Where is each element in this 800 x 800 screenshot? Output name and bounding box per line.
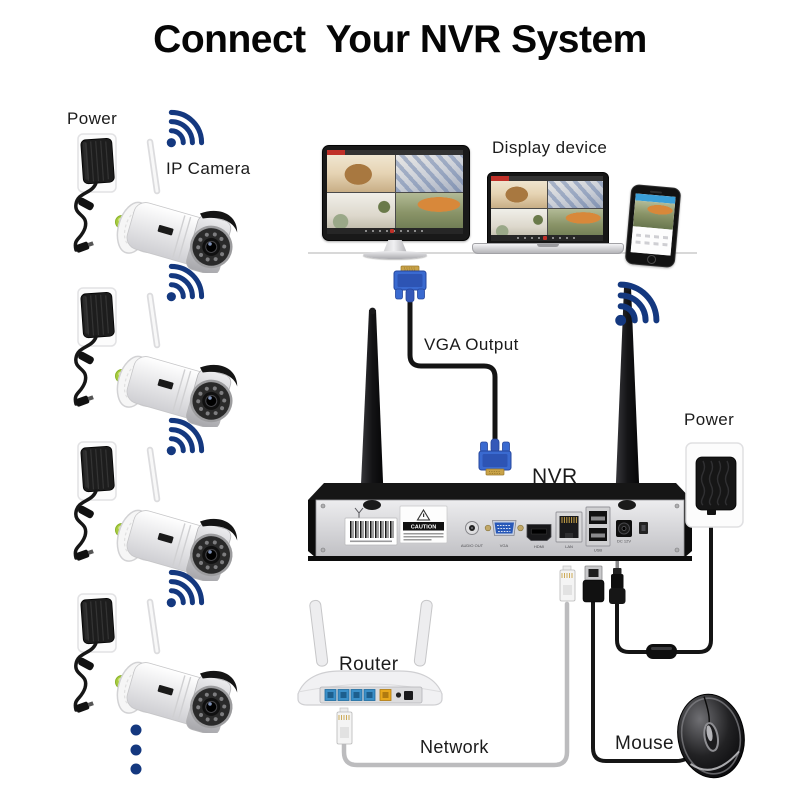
label-nvr-power: Power <box>684 410 735 429</box>
camera-unit-1 <box>75 112 242 280</box>
laptop <box>472 172 624 256</box>
ethernet-plug-router <box>336 707 353 745</box>
laptop-base <box>472 243 624 254</box>
nvr-antenna-right <box>615 287 640 506</box>
phone-home-button <box>646 254 656 265</box>
ferrite-bead <box>646 644 677 659</box>
monitor-toolbar <box>327 228 463 234</box>
camera-unit-4 <box>75 572 242 740</box>
monitor-menubar <box>327 150 463 155</box>
svg-text:USB: USB <box>594 548 603 553</box>
camera-view-livingroom <box>327 192 395 234</box>
nvr-lan-port <box>555 511 583 543</box>
label-nvr: NVR <box>532 465 578 488</box>
router-button <box>395 692 402 698</box>
nvr-audio-out-port <box>465 521 479 535</box>
laptop-toolbar <box>491 235 603 241</box>
camera-unit-2 <box>75 266 242 434</box>
nvr-antenna-left <box>360 310 384 506</box>
ethernet-plug-nvr <box>559 565 576 602</box>
nvr-hdmi-port <box>526 524 552 541</box>
nvr-power-adapter <box>685 442 744 528</box>
more-cameras-ellipsis <box>130 724 142 775</box>
nvr-top <box>308 483 692 500</box>
phone-camera-view <box>632 200 676 230</box>
camera-view-laundry <box>395 150 463 192</box>
nvr-dc-jack <box>616 520 632 537</box>
label-mouse: Mouse <box>615 733 675 754</box>
svg-text:VGA: VGA <box>500 543 509 548</box>
monitor-base <box>363 251 427 259</box>
mouse <box>677 693 745 779</box>
laptop-screen <box>491 176 603 241</box>
svg-text:AUDIO OUT: AUDIO OUT <box>461 543 484 548</box>
label-display-device: Display device <box>492 138 608 157</box>
camera-view-patio <box>395 192 463 234</box>
label-router: Router <box>339 654 399 675</box>
monitor-screen <box>327 150 463 234</box>
vga-connector-top <box>393 265 427 303</box>
smartphone <box>624 183 682 269</box>
camera-view-dog <box>327 150 395 192</box>
svg-text:DC 12V: DC 12V <box>617 539 631 544</box>
nvr-unit: CAUTION <box>308 284 692 561</box>
nvr-caution-label: CAUTION <box>399 505 448 544</box>
router-lan-ports <box>324 689 376 701</box>
nvr-vga-port <box>484 520 524 536</box>
label-camera-power: Power <box>67 109 118 128</box>
svg-text:LAN: LAN <box>565 544 573 549</box>
laptop-menubar <box>491 176 603 181</box>
network-cable <box>341 601 570 768</box>
label-network: Network <box>420 737 489 757</box>
label-ip-camera: IP Camera <box>166 159 251 178</box>
wifi-icon-nvr <box>615 285 656 326</box>
phone-speaker <box>649 190 663 194</box>
vga-cable <box>407 297 498 443</box>
monitor <box>320 143 470 261</box>
monitor-stand <box>383 240 407 253</box>
phone-screen <box>630 193 676 256</box>
svg-text:HDMI: HDMI <box>534 544 544 549</box>
svg-text:CAUTION: CAUTION <box>411 525 436 531</box>
camera-unit-3 <box>75 420 242 588</box>
vga-connector-bottom <box>478 438 512 476</box>
nvr-barcode-label <box>344 517 398 546</box>
page-title: Connect Your NVR System <box>153 18 647 61</box>
label-vga-output: VGA Output <box>424 335 519 354</box>
dc-power-plug <box>609 560 626 604</box>
router-power-jack <box>404 691 413 700</box>
nvr-usb-ports <box>585 506 611 547</box>
phone-app-controls <box>630 226 673 256</box>
usb-plug <box>582 565 605 603</box>
router <box>297 599 443 706</box>
